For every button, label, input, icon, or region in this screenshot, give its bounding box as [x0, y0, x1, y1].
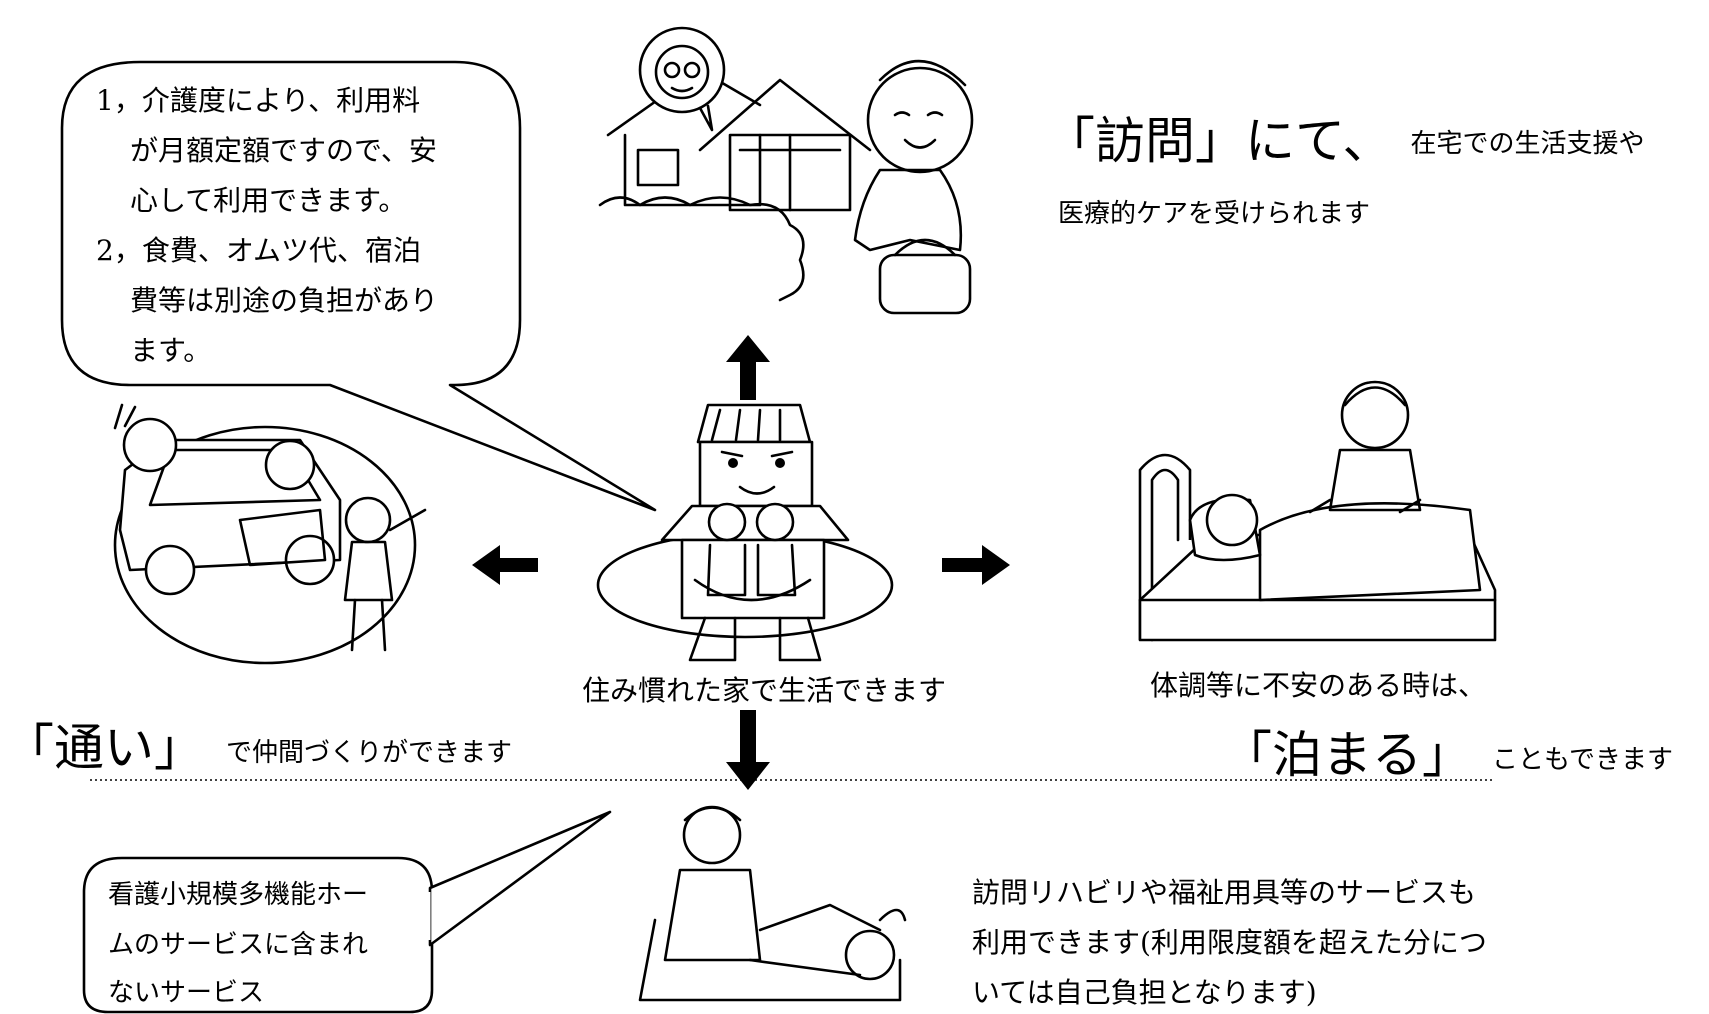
- commute-subtext: で仲間づくりができます: [226, 738, 512, 768]
- visit-subtext: 在宅での生活支援や: [1411, 129, 1645, 159]
- fees-line-6: ます。: [130, 334, 211, 367]
- services-line-1: 訪問リハビリや福祉用具等のサービスも: [972, 876, 1476, 909]
- stay-subtext: こともできます: [1492, 745, 1673, 775]
- arrows: [472, 335, 1010, 790]
- arrow-up: [726, 335, 770, 400]
- overnight-stay-illustration: [1138, 380, 1497, 642]
- services-line-3: いては自己負担となります): [972, 976, 1317, 1009]
- home-visit-illustration: [598, 26, 974, 315]
- commute-heading: 「通い」: [4, 719, 204, 777]
- speech-bubble-external-services: 看護小規模多機能ホー ムのサービスに含まれ ないサービス: [82, 810, 612, 1014]
- day-service-illustration: [113, 403, 427, 665]
- fees-line-2: が月額定額ですので、安: [130, 134, 437, 167]
- home-character-illustration: [596, 403, 894, 662]
- visit-line-2: 医療的ケアを受けられます: [1058, 199, 1370, 229]
- center-caption: 住み慣れた家で生活できます: [582, 674, 946, 707]
- stay-line-1: 体調等に不安のある時は、: [1150, 669, 1486, 702]
- fees-line-3: 心して利用できます。: [130, 184, 406, 217]
- rehabilitation-illustration: [638, 805, 907, 1002]
- arrow-left: [472, 545, 538, 585]
- fees-line-4: 2，食費、オムツ代、宿泊: [96, 234, 421, 267]
- commute-caption: 「通い」で仲間づくりができます: [4, 719, 512, 777]
- speech-bubble-fees: 1，介護度により、利用料 が月額定額ですので、安 心して利用できます。 2，食費…: [60, 60, 657, 512]
- fees-line-1: 1，介護度により、利用料: [96, 84, 420, 117]
- external-line-1: 看護小規模多機能ホー: [108, 880, 368, 910]
- external-line-3: ないサービス: [108, 978, 264, 1008]
- visit-caption: 「訪問」にて、在宅での生活支援や 医療的ケアを受けられます: [1045, 112, 1645, 229]
- arrow-right: [942, 545, 1010, 585]
- stay-heading: 「泊まる」: [1222, 726, 1472, 784]
- services-line-2: 利用できます(利用限度額を超えた分につ: [972, 926, 1487, 959]
- fees-line-5: 費等は別途の負担があり: [130, 284, 438, 317]
- external-line-2: ムのサービスに含まれ: [108, 930, 368, 960]
- visit-heading: 「訪問」にて、: [1045, 112, 1393, 170]
- svg-text:「訪問」にて、在宅での生活支援や: 「訪問」にて、在宅での生活支援や: [1045, 112, 1645, 170]
- arrow-down: [726, 710, 770, 790]
- stay-caption: 「泊まる」こともできます: [1222, 726, 1673, 784]
